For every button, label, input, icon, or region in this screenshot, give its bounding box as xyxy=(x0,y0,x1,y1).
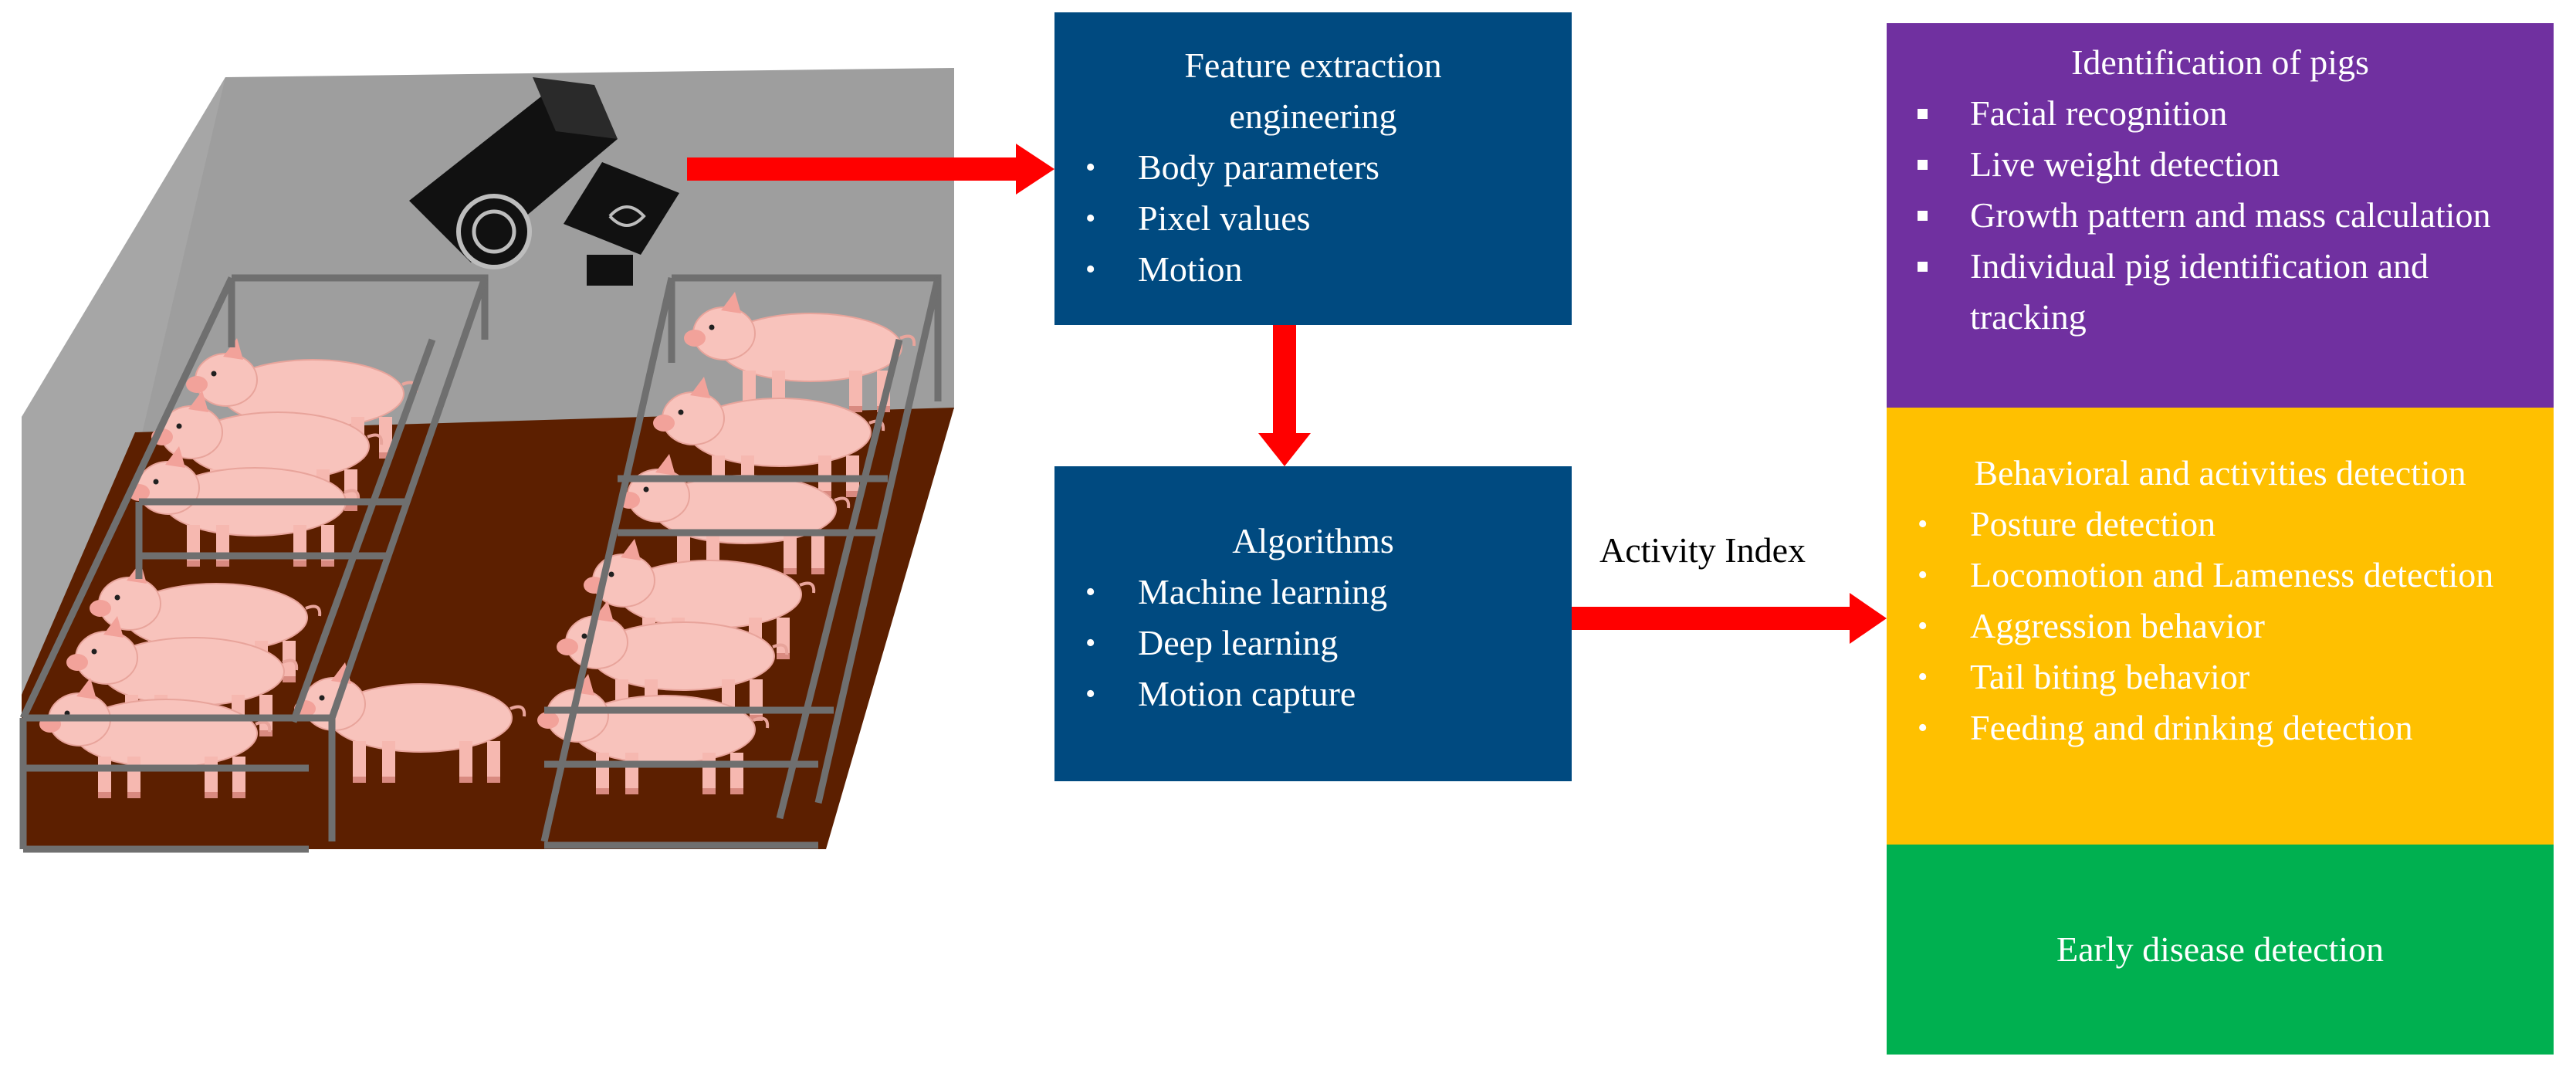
early-disease-box: Early disease detection xyxy=(1887,845,2554,1055)
list-item: Aggression behavior xyxy=(1918,601,2554,652)
list-item: Motion capture xyxy=(1085,669,1572,719)
algorithms-list: Machine learning Deep learning Motion ca… xyxy=(1085,567,1572,719)
pen-fence-icon xyxy=(19,274,489,853)
identification-box-title: Identification of pigs xyxy=(2071,42,2369,82)
identification-box: Identification of pigs Facial recognitio… xyxy=(1887,23,2554,408)
identification-list: Facial recognition Live weight detection… xyxy=(1918,88,2554,343)
behavior-box-title: Behavioral and activities detection xyxy=(1974,453,2466,493)
list-item: Locomotion and Lameness detection xyxy=(1918,550,2554,601)
algorithms-box: Algorithms Machine learning Deep learnin… xyxy=(1054,466,1572,781)
list-item: Tail biting behavior xyxy=(1918,652,2554,703)
arrow-algorithms-to-outputs xyxy=(1572,593,1887,644)
behavior-box: Behavioral and activities detection Post… xyxy=(1887,408,2554,845)
list-item: Machine learning xyxy=(1085,567,1572,618)
list-item: Feeding and drinking detection xyxy=(1918,703,2554,753)
barn-illustration xyxy=(19,68,954,853)
behavior-list: Posture detection Locomotion and Lamenes… xyxy=(1918,499,2554,753)
feature-box-title: Feature extraction engineering xyxy=(1184,46,1442,136)
feature-extraction-box: Feature extraction engineering Body para… xyxy=(1054,12,1572,325)
list-item: Individual pig identification and tracki… xyxy=(1918,241,2554,343)
list-item: Facial recognition xyxy=(1918,88,2554,139)
cctv-camera-icon xyxy=(409,77,679,286)
feature-list: Body parameters Pixel values Motion xyxy=(1085,142,1572,295)
arrow-camera-to-feature xyxy=(687,144,1054,195)
list-item: Growth pattern and mass calculation xyxy=(1918,190,2554,241)
list-item: Body parameters xyxy=(1085,142,1572,193)
arrow-feature-to-algorithms xyxy=(1258,325,1311,466)
list-item: Motion xyxy=(1085,244,1572,295)
activity-index-label: Activity Index xyxy=(1599,530,1806,570)
algorithms-box-title: Algorithms xyxy=(1232,521,1394,560)
list-item: Posture detection xyxy=(1918,499,2554,550)
list-item: Live weight detection xyxy=(1918,139,2554,190)
arrows xyxy=(687,144,1887,644)
early-disease-title: Early disease detection xyxy=(2056,929,2385,969)
pen-fence-icon xyxy=(540,274,942,849)
list-item: Pixel values xyxy=(1085,193,1572,244)
list-item: Deep learning xyxy=(1085,618,1572,669)
